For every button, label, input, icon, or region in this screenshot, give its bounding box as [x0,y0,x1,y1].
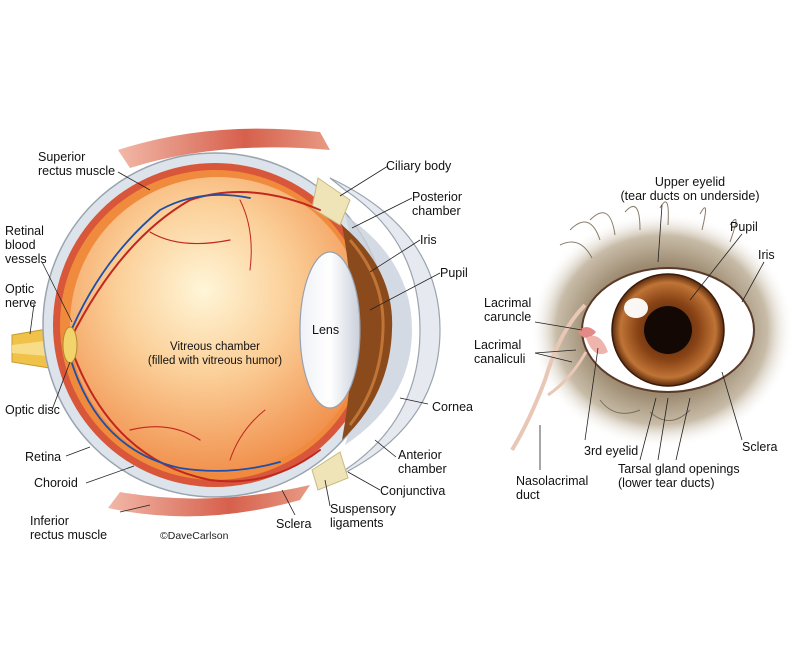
label-lacrimal-caruncle: Lacrimal caruncle [484,296,532,324]
label-retina: Retina [25,450,62,464]
label-retinal-vessels: Retinal blood vessels [5,224,47,266]
label-choroid: Choroid [34,476,78,490]
ciliary-body [311,177,351,226]
label-third-eyelid: 3rd eyelid [584,444,639,458]
label-sclera-right: Sclera [742,440,778,454]
label-optic-nerve: Optic nerve [5,282,37,310]
label-sclera-left: Sclera [276,517,312,531]
label-lens: Lens [312,323,340,337]
superior-rectus-muscle [118,128,330,168]
label-tarsal: Tarsal gland openings (lower tear ducts) [618,462,740,490]
label-superior-rectus: Superior rectus muscle [38,150,116,178]
label-vitreous: Vitreous chamber (filled with vitreous h… [147,341,283,367]
label-inferior-rectus: Inferior rectus muscle [30,514,108,542]
left-leader-lines [29,165,441,516]
label-upper-eyelid: Upper eyelid (tear ducts on underside) [620,175,760,203]
eye-highlight [624,298,648,318]
label-iris-right: Iris [758,248,775,262]
lens [299,251,361,409]
optic-disc [62,326,78,364]
label-posterior-chamber: Posterior chamber [412,190,463,218]
label-ciliary-body: Ciliary body [386,159,452,173]
label-optic-disc: Optic disc [5,403,60,417]
third-eyelid [586,335,608,355]
lacrimal-caruncle [578,327,596,338]
label-iris-left: Iris [420,233,437,247]
label-suspensory: Suspensory ligaments [330,502,397,530]
label-nasolacrimal: Nasolacrimal duct [516,474,589,502]
cross-section-eye [11,128,441,517]
label-pupil-right: Pupil [730,220,758,234]
label-cornea: Cornea [432,400,473,414]
label-pupil-left: Pupil [440,266,468,280]
pupil-front [644,306,692,354]
frontal-eye [510,201,794,452]
label-lacrimal-canaliculi: Lacrimal canaliculi [474,338,526,366]
credit-text: ©DaveCarlson [160,530,229,542]
label-conjunctiva: Conjunctiva [380,484,446,498]
vitreous-chamber [70,177,366,473]
nasolacrimal-duct [510,303,587,452]
right-leader-lines [534,204,765,470]
inferior-rectus-muscle [108,485,310,517]
label-anterior-chamber: Anterior chamber [398,448,447,476]
iris-section [342,225,393,440]
retinal-blood-vessels [67,191,321,483]
